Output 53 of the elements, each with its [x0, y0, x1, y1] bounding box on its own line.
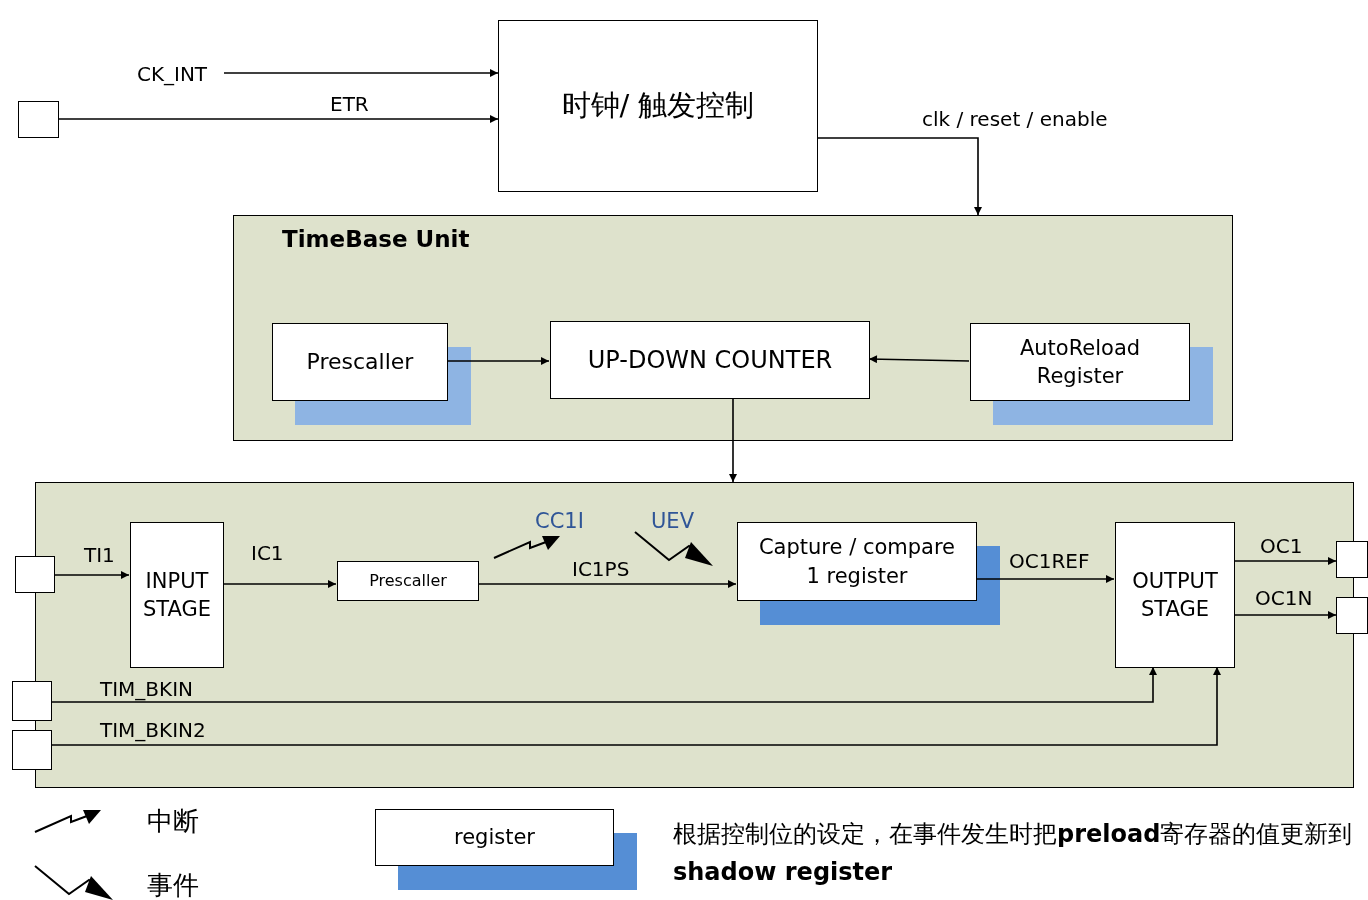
arrow: [51, 666, 1221, 746]
arrow: [729, 397, 737, 483]
box-label: Prescaller: [306, 348, 414, 377]
legend-label: 中断: [147, 805, 199, 838]
arrow: [1233, 611, 1337, 619]
box-label: register: [454, 824, 535, 852]
note-text: 根据控制位的设定，在事件发生时把preload寄存器的值更新到shadow register: [673, 819, 1353, 889]
arrow: [477, 580, 737, 588]
signal-label: CC1I: [535, 508, 584, 535]
pin-square: [15, 556, 55, 593]
pin-square: [1336, 541, 1368, 578]
arrow: [58, 115, 499, 123]
arrow: [1233, 557, 1337, 565]
arrow: [51, 666, 1157, 703]
arrow: [817, 137, 982, 216]
arrow: [868, 355, 970, 364]
edge-label: TIM_BKIN: [100, 677, 194, 701]
box-label: Capture / compare 1 register: [757, 534, 957, 590]
edge-label: OC1REF: [1009, 549, 1090, 573]
arrow: [54, 571, 130, 579]
arrow: [975, 575, 1115, 583]
pin-square: [1336, 597, 1368, 634]
group-panel: [233, 215, 1233, 441]
pin-square: [12, 681, 52, 721]
signal-label: CK_INT: [120, 60, 224, 88]
pin-square: [18, 101, 59, 138]
group-panel: [35, 482, 1354, 788]
legend-label: 事件: [147, 869, 199, 900]
process-box: [1115, 522, 1235, 668]
edge-label: OC1N: [1255, 586, 1313, 610]
arrow: [223, 69, 499, 77]
process-box: [550, 321, 870, 399]
pin-square: [12, 730, 52, 770]
box-label: Prescaller: [369, 570, 447, 592]
edge-label: clk / reset / enable: [922, 107, 1108, 131]
signal-label: UEV: [651, 508, 694, 535]
box-label: OUTPUT STAGE: [1131, 567, 1219, 623]
arrow: [446, 357, 550, 365]
edge-label: TI1: [84, 543, 115, 567]
edge-label: ETR: [330, 92, 369, 116]
edge-label: IC1PS: [572, 557, 630, 581]
process-box: [337, 561, 479, 601]
arrow: [222, 580, 337, 588]
box-label: UP-DOWN COUNTER: [587, 344, 833, 376]
box-label: INPUT STAGE: [141, 567, 213, 623]
edge-label: OC1: [1260, 534, 1303, 558]
box-label: AutoReload Register: [1018, 334, 1142, 390]
process-box: [498, 20, 818, 192]
panel-title: TimeBase Unit: [282, 226, 470, 252]
edge-label: IC1: [251, 541, 284, 565]
process-box: [130, 522, 224, 668]
box-label: 时钟/ 触发控制: [561, 87, 755, 125]
edge-label: TIM_BKIN2: [100, 718, 206, 742]
